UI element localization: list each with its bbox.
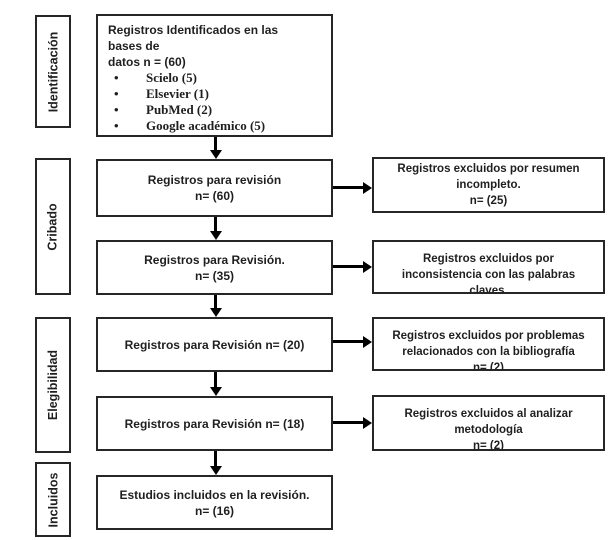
down-arrow-icon-5 <box>209 451 222 475</box>
stage-label-identificacion: Identificación <box>46 31 61 112</box>
box-review-n35: Registros para Revisión. n= (35) <box>96 240 333 295</box>
database-label: PubMed (2) <box>146 102 213 117</box>
box-excluded-methodology: Registros excluidos al analizar metodolo… <box>372 395 605 451</box>
stage-label-elegibilidad: Elegibilidad <box>46 349 60 421</box>
box-excluded-incomplete-abstract: Registros excluidos por resumen incomple… <box>372 157 605 213</box>
bullet-dot-icon: • <box>114 86 119 101</box>
stage-box-identificacion: Identificación <box>35 15 71 128</box>
down-arrow-icon-4 <box>209 372 222 396</box>
box-review-n18: Registros para Revisión n= (18) <box>96 396 333 451</box>
right-arrow-icon-4 <box>333 416 372 429</box>
right-arrow-icon-3 <box>333 335 372 348</box>
box-review-n60: Registros para revisión n= (60) <box>96 159 333 217</box>
bullet-dot-icon: • <box>114 102 119 117</box>
bullet-dot-icon: • <box>114 118 119 133</box>
database-item-google-academico: • Google académico (5) <box>108 118 265 134</box>
down-arrow-icon-2 <box>209 217 222 240</box>
box-records-identified: Registros Identificados en las bases de … <box>96 14 333 137</box>
box-studies-included: Estudios incluidos en la revisión. n= (1… <box>96 475 333 530</box>
stage-label-incluidos: Incluidos <box>46 472 60 527</box>
box-excluded-keywords: Registros excluidos por inconsistencia c… <box>372 240 605 294</box>
records-identified-text: Registros Identificados en las bases de … <box>108 23 279 69</box>
database-item-elsevier: • Elsevier (1) <box>108 86 209 102</box>
database-label: Google académico (5) <box>146 118 266 133</box>
stage-box-cribado: Cribado <box>35 158 71 295</box>
right-arrow-icon-1 <box>333 181 372 194</box>
stage-box-elegibilidad: Elegibilidad <box>35 317 71 453</box>
database-label: Elsevier (1) <box>146 86 209 101</box>
database-label: Scielo (5) <box>146 70 197 85</box>
right-arrow-icon-2 <box>333 260 372 273</box>
stage-label-cribado: Cribado <box>46 202 61 251</box>
box-review-n20: Registros para Revisión n= (20) <box>96 317 333 372</box>
database-item-pubmed: • PubMed (2) <box>108 102 212 118</box>
down-arrow-icon-1 <box>209 137 222 159</box>
down-arrow-icon-3 <box>209 295 222 317</box>
database-item-scielo: • Scielo (5) <box>108 70 197 86</box>
stage-box-incluidos: Incluidos <box>35 462 71 537</box>
box-excluded-bibliography: Registros excluidos por problemas relaci… <box>372 317 605 371</box>
bullet-dot-icon: • <box>114 70 119 85</box>
